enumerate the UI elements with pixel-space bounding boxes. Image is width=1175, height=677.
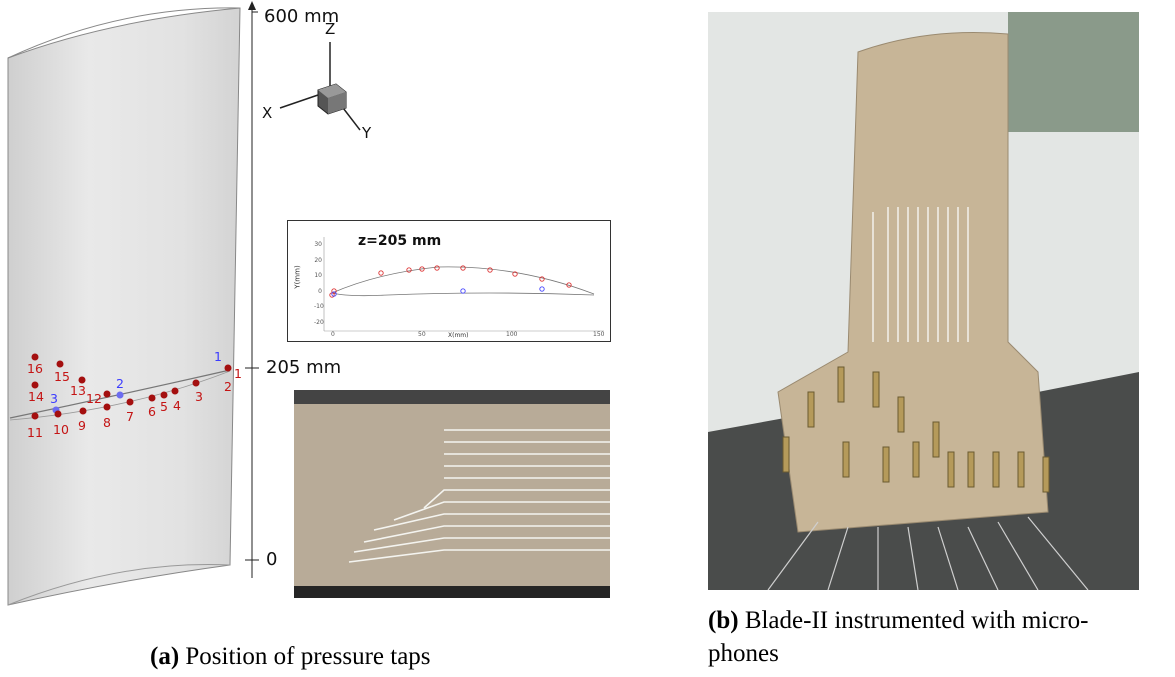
tap-marker bbox=[126, 398, 134, 406]
inset-xtick: 100 bbox=[506, 331, 518, 338]
tap-label: 3 bbox=[50, 391, 58, 406]
tap-label: 2 bbox=[116, 376, 124, 391]
blade-bottom-edge bbox=[7, 564, 231, 606]
tap-marker bbox=[116, 391, 124, 399]
tap-label: 1 bbox=[214, 349, 222, 364]
tap-marker bbox=[160, 391, 168, 399]
blade-top-edge bbox=[7, 7, 241, 59]
blade-surface-photo bbox=[294, 390, 610, 598]
tap-marker bbox=[54, 410, 62, 418]
caption-a-text: Position of pressure taps bbox=[179, 643, 431, 670]
tap-marker bbox=[103, 403, 111, 411]
tap-marker bbox=[192, 379, 200, 387]
blade-shape bbox=[777, 31, 1049, 533]
caption-b-label: (b) bbox=[708, 607, 739, 634]
caption-b-text-line1: Blade-II instrumented with micro- bbox=[738, 607, 1089, 634]
tap-label: 5 bbox=[160, 399, 168, 414]
inset-ylabel: Y(mm) bbox=[293, 265, 302, 289]
height-label-0: 0 bbox=[266, 549, 278, 570]
blade-body bbox=[7, 7, 241, 606]
profile-inset: z=205 mm Y(mm) X(mm) 30 20 10 0 -10 -20 … bbox=[287, 220, 611, 342]
section-curve-lower bbox=[9, 370, 231, 421]
axis-label-z: Z bbox=[325, 20, 336, 38]
pressure-taps bbox=[31, 353, 232, 420]
caption-b: (b) Blade-II instrumented with micro- ph… bbox=[708, 604, 1088, 670]
caption-b-text-line2: phones bbox=[708, 640, 779, 667]
inset-xtick: 150 bbox=[593, 331, 605, 338]
tap-label: 1 bbox=[234, 366, 242, 381]
tap-label: 6 bbox=[148, 404, 156, 419]
tap-marker bbox=[56, 360, 64, 368]
inset-xtick: 50 bbox=[418, 331, 426, 338]
blade-ii-photo bbox=[708, 12, 1139, 590]
tap-label: 10 bbox=[53, 422, 69, 437]
tap-label: 12 bbox=[86, 391, 102, 406]
tap-marker bbox=[31, 412, 39, 420]
axis-triad bbox=[279, 42, 361, 131]
height-label-205: 205 mm bbox=[266, 357, 342, 378]
tap-label: 9 bbox=[78, 418, 86, 433]
tap-marker bbox=[148, 394, 156, 402]
tap-label: 4 bbox=[173, 398, 181, 413]
tap-marker bbox=[224, 364, 232, 372]
tap-marker bbox=[79, 407, 87, 415]
axis-label-y: Y bbox=[362, 124, 372, 142]
inset-xlabel: X(mm) bbox=[448, 332, 469, 339]
tap-labels: 1 1 2 2 3 3 4 5 6 7 8 9 10 11 12 13 14 1… bbox=[27, 349, 242, 440]
tap-label: 7 bbox=[126, 409, 134, 424]
tap-marker bbox=[78, 376, 86, 384]
inset-yticks: 30 20 10 0 -10 -20 bbox=[314, 241, 324, 326]
tap-label: 3 bbox=[195, 389, 203, 404]
tap-marker bbox=[31, 381, 39, 389]
tap-label: 11 bbox=[27, 425, 43, 440]
tap-marker bbox=[171, 387, 179, 395]
profile-pressure bbox=[331, 292, 595, 297]
inset-title: z=205 mm bbox=[358, 233, 442, 249]
tap-label: 14 bbox=[28, 389, 44, 404]
caption-a: (a) Position of pressure taps bbox=[150, 640, 431, 673]
tap-label: 15 bbox=[54, 369, 70, 384]
tap-label: 13 bbox=[70, 383, 86, 398]
tap-label: 2 bbox=[224, 379, 232, 394]
tap-label: 16 bbox=[27, 361, 43, 376]
tap-marker bbox=[31, 353, 39, 361]
blade-figure: 1 1 2 2 3 3 4 5 6 7 8 9 10 11 12 13 14 1… bbox=[7, 1, 361, 606]
height-label-600: 600 mm bbox=[264, 6, 340, 27]
tap-marker bbox=[103, 390, 111, 398]
tap-label: 8 bbox=[103, 415, 111, 430]
caption-a-label: (a) bbox=[150, 643, 180, 670]
height-axis-arrow bbox=[248, 1, 256, 10]
axis-label-x: X bbox=[262, 104, 273, 122]
profile-suction bbox=[331, 266, 595, 295]
inset-xtick: 0 bbox=[331, 331, 335, 338]
